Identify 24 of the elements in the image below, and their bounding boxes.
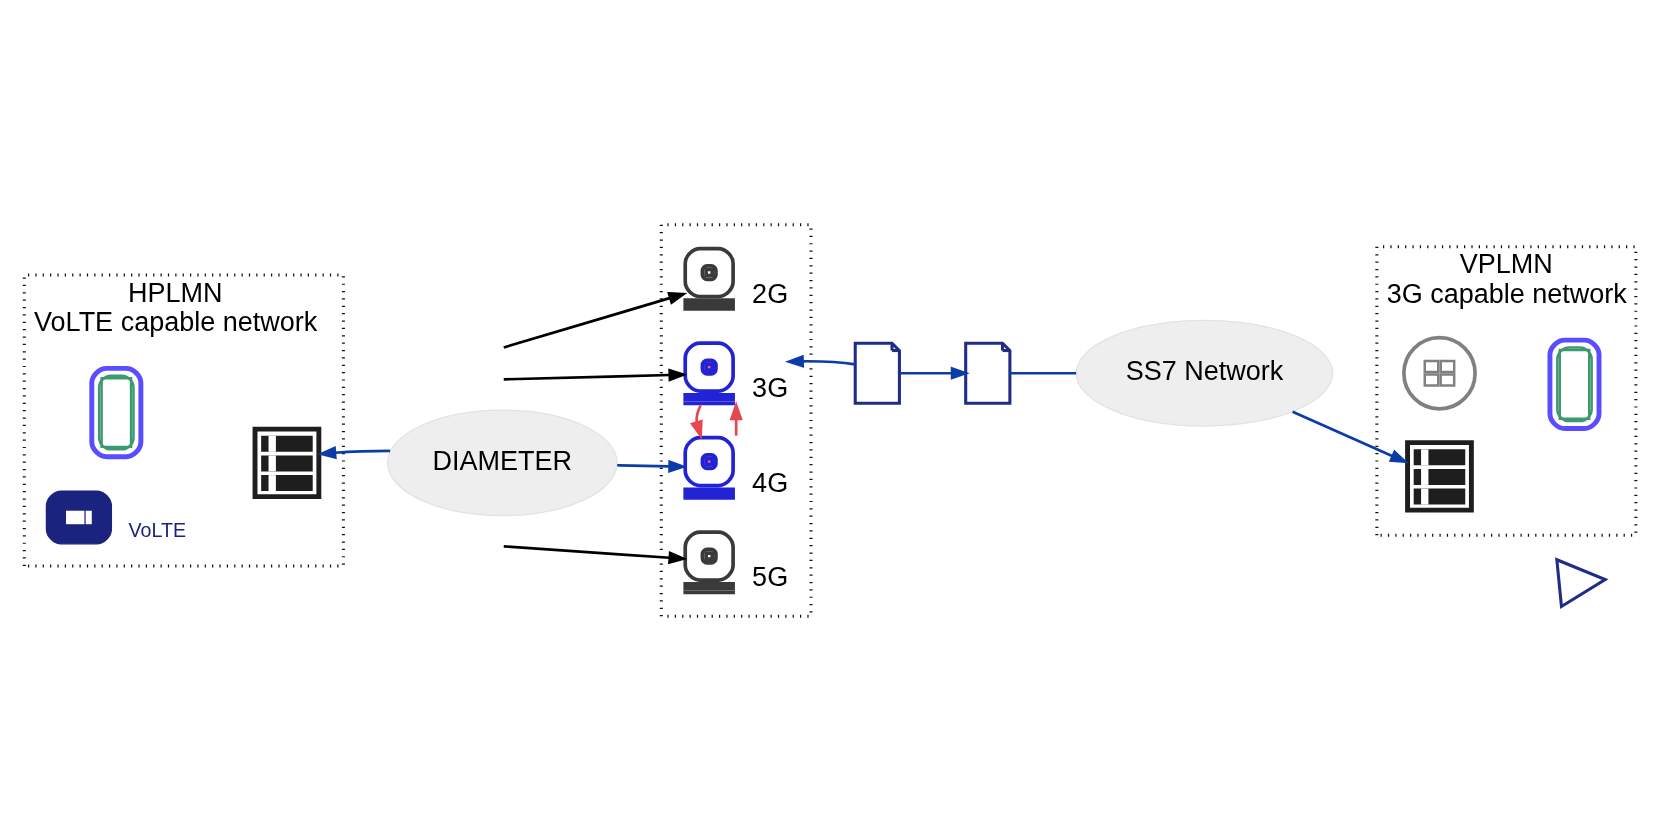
arrow [729, 400, 743, 436]
node-picture [1555, 556, 1609, 609]
node-picture [89, 365, 144, 459]
arrow [317, 445, 391, 459]
arrow [899, 366, 970, 380]
node-label: 4G [752, 467, 789, 498]
node-label: 2G [752, 278, 789, 309]
arrow [503, 367, 688, 382]
connector [1009, 371, 1077, 375]
node-label: 5G [752, 561, 789, 592]
arrow [503, 291, 688, 349]
node-ellipse: SS7 Network [1075, 319, 1334, 427]
node-picture [1547, 337, 1602, 431]
node-label: VoLTE [128, 518, 187, 541]
arrow [503, 544, 688, 564]
node-label: 3G [752, 372, 789, 403]
cluster: VPLMN 3G capable network [1375, 244, 1638, 537]
cluster [659, 222, 813, 618]
node-ellipse: DIAMETER [386, 408, 618, 516]
arrow [617, 459, 688, 473]
arrow [784, 354, 856, 368]
node-picture [1402, 335, 1477, 411]
arrow [690, 404, 703, 440]
arrow [1292, 410, 1409, 463]
